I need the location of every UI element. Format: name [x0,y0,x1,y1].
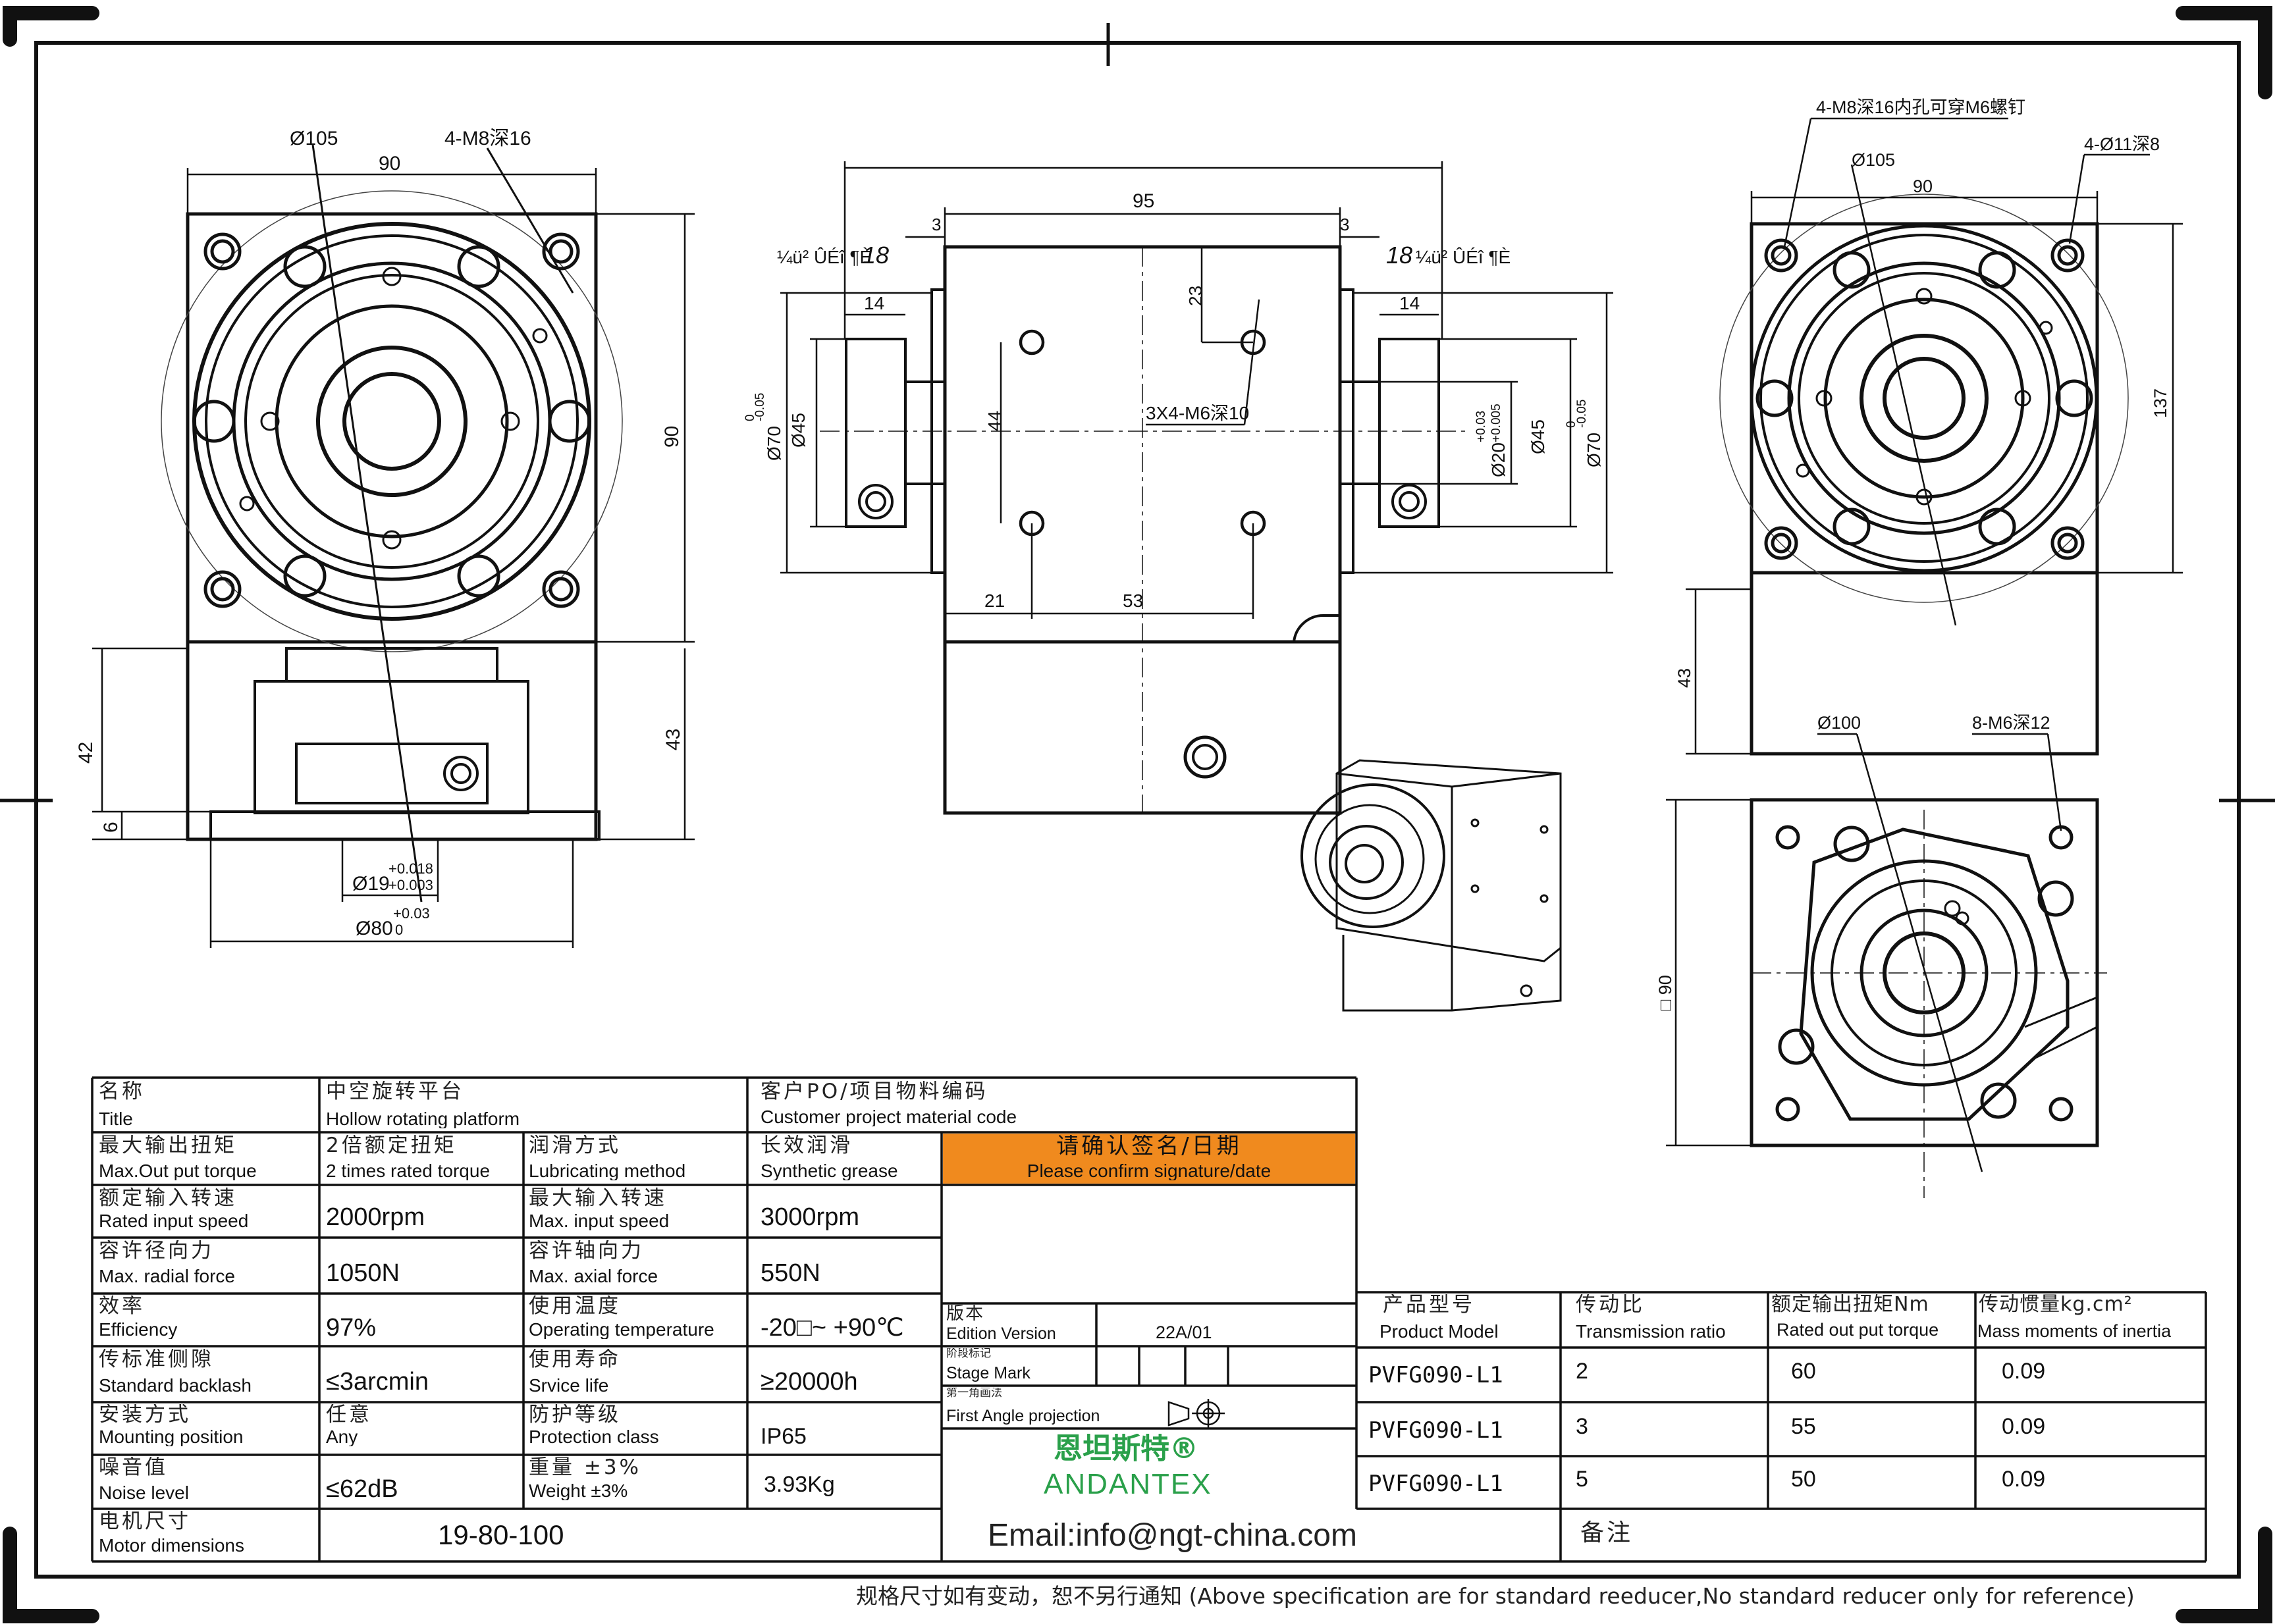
dim-side-w14-right: 14 [1399,293,1420,313]
dim-side-o70-right-tol0: 0 [1565,421,1578,428]
dim-front-h43: 43 [662,729,684,750]
dim-side-o70-left-tol: -0.05 [753,393,767,421]
dim-front-d105: Ø105 [290,128,338,149]
dim-right-d100: Ø100 [1817,713,1861,733]
dim-side-o20-tol-lo: +0.005 [1489,404,1503,442]
dim-side-d53: 53 [1123,590,1143,611]
dim-right-m6: 8-M6深12 [1972,713,2050,733]
dim-front-bore-tol-hi: +0.018 [388,860,433,877]
dim-side-garble-left: ¼ü² ÛÉî ¶È [777,247,872,267]
dim-front-w90: 90 [379,153,400,174]
dim-side-o20-tol-hi: +0.03 [1474,411,1488,442]
dim-side-gap-right: 3 [1340,215,1349,234]
dim-side-o70-left-tol0: 0 [743,414,757,421]
frame-border [34,41,2241,1579]
dim-front-tap: 4-M8深16 [444,128,531,149]
dim-front-bore: Ø19 [352,873,390,895]
front-view [92,144,695,948]
dim-side-o45-right: Ø45 [1528,419,1548,454]
dim-side-garble-right: ¼ü² ÛÉî ¶È [1416,247,1511,267]
title-block-grid [91,1076,2207,1563]
dim-right-w90: 90 [1913,176,1933,196]
dim-side-gap-left: 3 [932,215,941,234]
dim-right-through: 4-M8深16内孔可穿M6螺钉 [1816,97,2025,117]
dim-front-pilot: Ø80 [356,918,393,939]
isometric-view [1300,759,1562,1012]
confirm-banner [943,1134,1355,1184]
dim-side-o70-left: Ø70 [764,426,784,461]
dim-right-sq90: □ 90 [1655,975,1675,1010]
dim-side-d23: 23 [1185,286,1206,306]
dim-front-h42: 42 [75,742,97,764]
dimension-labels: Ø105 4-M8深16 90 90 42 6 43 Ø19 +0.018 +0… [75,97,2170,1010]
footer-note: 规格尺寸如有变动，恕不另行通知 (Above specification are… [856,1583,2135,1609]
dim-side-d18-right: 18 [1386,242,1412,269]
dim-side-holes: 3X4-M6深10 [1146,403,1249,423]
dim-side-d44: 44 [984,411,1005,431]
dim-right-h43: 43 [1674,668,1694,688]
dim-side-o45-left: Ø45 [788,413,809,448]
dim-side-o20: Ø20 [1488,442,1509,477]
dim-side-w14-left: 14 [864,293,884,313]
dim-side-w95: 95 [1133,190,1154,212]
dim-side-o70-right-tol: -0.05 [1575,400,1589,428]
dim-side-d18-left: 18 [863,242,889,269]
dim-front-h6: 6 [100,822,122,833]
dim-side-o70-right: Ø70 [1584,432,1604,467]
dim-front-pilot-tol-lo: 0 [395,922,403,938]
right-top-view [1686,117,2183,756]
dim-front-bore-tol-lo: +0.003 [388,877,433,893]
side-view [780,161,1613,815]
dim-front-h90: 90 [661,426,683,448]
dim-right-holes11: 4-Ø11深8 [2084,134,2160,154]
dim-right-h137: 137 [2151,388,2170,418]
dim-front-pilot-tol-hi: +0.03 [393,905,430,922]
right-bottom-view [1666,733,2107,1198]
projection-symbol [1167,1399,1225,1428]
dim-right-d105: Ø105 [1852,150,1895,170]
dim-side-d21: 21 [984,590,1005,611]
